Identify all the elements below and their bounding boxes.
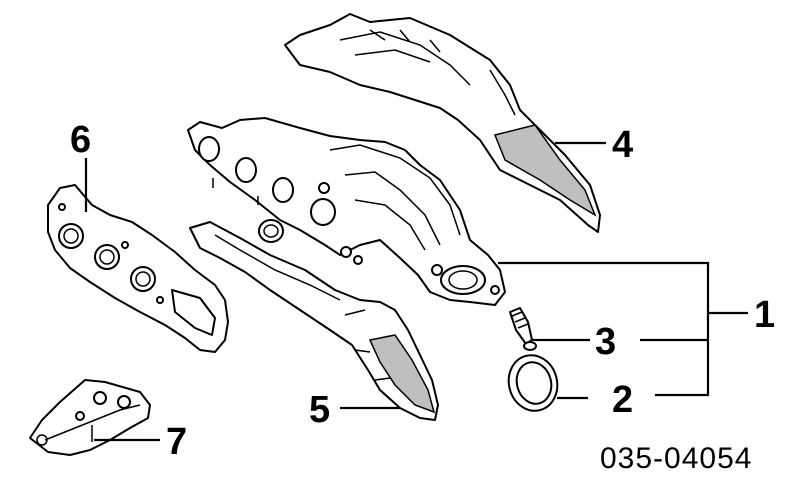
callout-3: 3 — [595, 321, 616, 363]
callout-2: 2 — [612, 379, 633, 421]
bracket — [29, 379, 151, 456]
diagram-code: 035-04054 — [600, 442, 752, 475]
callout-6: 6 — [70, 119, 91, 161]
callout-1: 1 — [754, 294, 775, 336]
heat-insulator-upper — [284, 13, 601, 233]
callout-5: 5 — [309, 389, 330, 431]
leader-lines — [84, 141, 748, 442]
exhaust-manifold — [187, 117, 506, 306]
nut — [509, 307, 537, 351]
port-gasket — [47, 184, 229, 353]
callout-4: 4 — [612, 124, 633, 166]
leader-1 — [498, 261, 710, 397]
manifold-gasket — [507, 354, 559, 412]
heat-insulator-lower — [189, 221, 439, 421]
callout-7: 7 — [166, 421, 187, 463]
ring-gasket-small — [258, 219, 284, 243]
